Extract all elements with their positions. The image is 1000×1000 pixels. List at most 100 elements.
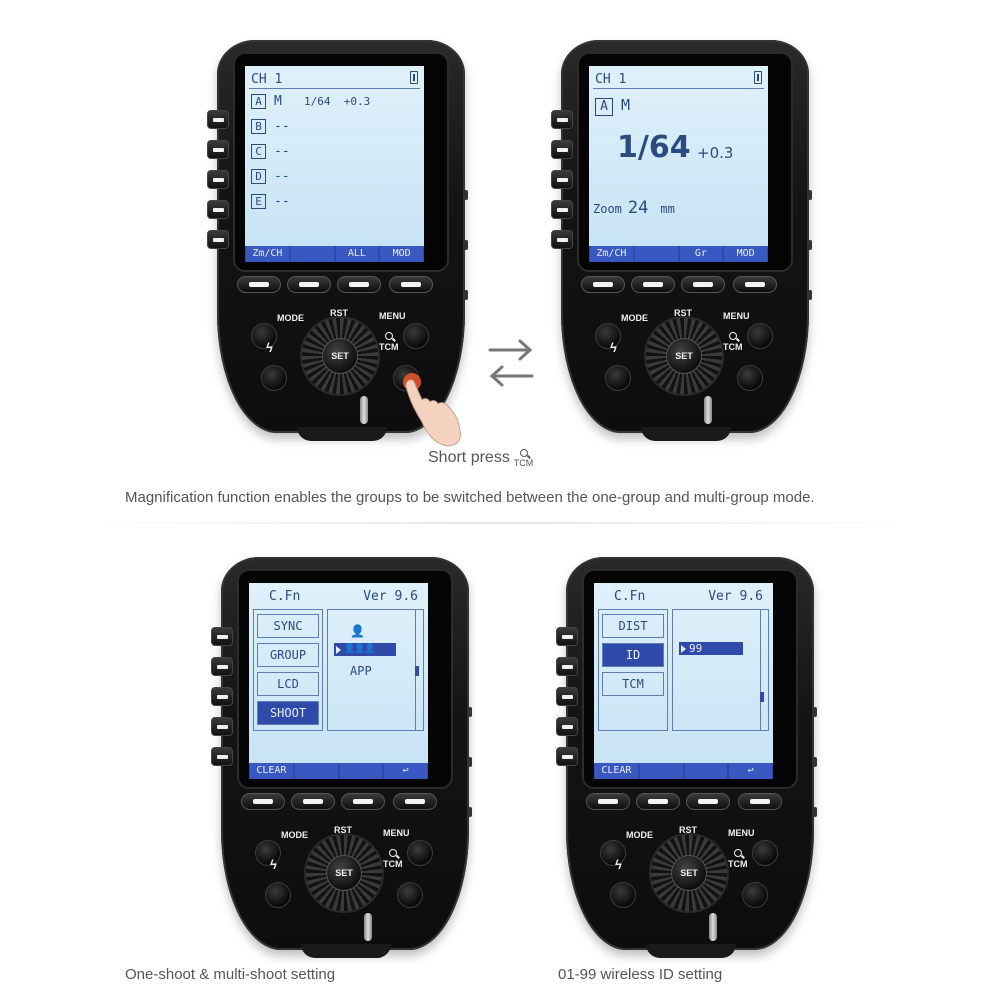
mode-label: MODE [281,830,308,840]
test-flash-button[interactable] [610,882,636,908]
menu-label: MENU [379,311,406,321]
soft-key-button-2[interactable] [291,793,335,810]
group-mode: M [621,96,631,114]
soft-key-button-2[interactable] [287,276,331,293]
tcm-text: TCM [383,859,403,869]
side-function-button[interactable] [556,657,578,676]
group-letter: A [595,98,613,116]
side-function-button[interactable] [207,230,229,249]
id-option[interactable]: 99 [679,642,743,655]
side-nub [813,707,817,717]
soft-key-button-4[interactable] [389,276,433,293]
single-person-icon: 👤 [350,624,365,638]
tcm-button[interactable] [737,365,763,391]
soft-key-button-2[interactable] [636,793,680,810]
cfn-menu-item[interactable]: SHOOT [257,701,319,725]
set-button[interactable]: SET [322,338,358,374]
switch-arrows-icon [488,339,534,387]
soft-key-button-1[interactable] [581,276,625,293]
menu-button[interactable] [407,840,433,866]
mode-label: MODE [626,830,653,840]
soft-key-label: ↩ [384,763,427,779]
soft-key-button-4[interactable] [738,793,782,810]
set-button[interactable]: SET [666,338,702,374]
side-nub [468,757,472,767]
side-function-button[interactable] [551,200,573,219]
soft-key-label: CLEAR [595,763,638,779]
group-row: C -- [251,144,304,159]
cfn-menu-item[interactable]: SYNC [257,614,319,638]
group-value: 1/64 +0.3 [304,95,371,108]
soft-key-button-4[interactable] [733,276,777,293]
set-button[interactable]: SET [326,855,362,891]
side-function-button[interactable] [556,717,578,736]
menu-button[interactable] [747,323,773,349]
soft-key-label [639,763,683,779]
mode-button[interactable] [595,323,621,349]
select-dial[interactable]: SET [649,833,729,913]
soft-key-label: ↩ [729,763,772,779]
side-function-button[interactable] [211,627,233,646]
side-function-button[interactable] [551,230,573,249]
soft-key-button-4[interactable] [393,793,437,810]
menu-button[interactable] [752,840,778,866]
side-function-button[interactable] [551,170,573,189]
side-function-button[interactable] [211,657,233,676]
multi-shoot-option[interactable]: 👤👤👤 [334,643,396,656]
menu-button[interactable] [403,323,429,349]
cfn-menu-item[interactable]: GROUP [257,643,319,667]
soft-key-button-3[interactable] [337,276,381,293]
soft-key-button-2[interactable] [631,276,675,293]
mode-button[interactable] [255,840,281,866]
side-function-button[interactable] [556,747,578,766]
pointing-hand-icon [403,373,461,447]
cfn-title: C.Fn [614,589,646,604]
set-button[interactable]: SET [671,855,707,891]
soft-key-button-1[interactable] [586,793,630,810]
test-flash-button[interactable] [605,365,631,391]
test-flash-button[interactable] [261,365,287,391]
side-function-button[interactable] [207,170,229,189]
test-flash-button[interactable] [265,882,291,908]
cfn-menu-item[interactable]: ID [602,643,664,667]
tcm-button[interactable] [742,882,768,908]
side-function-button[interactable] [211,747,233,766]
soft-key-button-3[interactable] [681,276,725,293]
side-function-button[interactable] [556,627,578,646]
side-function-button[interactable] [211,687,233,706]
mode-button[interactable] [600,840,626,866]
side-function-button[interactable] [207,110,229,129]
menu-label: MENU [383,828,410,838]
side-function-button[interactable] [207,140,229,159]
scrollbar[interactable] [760,610,764,730]
soft-key-button-1[interactable] [237,276,281,293]
tcm-label: TCM [723,332,743,352]
cfn-menu-item[interactable]: DIST [602,614,664,638]
flash-bolt-icon: ϟ [610,340,617,355]
side-function-button[interactable] [211,717,233,736]
tcm-button[interactable] [397,882,423,908]
side-function-button[interactable] [207,200,229,219]
soft-key-button-3[interactable] [341,793,385,810]
group-mode: -- [274,144,290,159]
cfn-menu-item[interactable]: TCM [602,672,664,696]
select-dial[interactable]: SET [644,316,724,396]
soft-key-button-1[interactable] [241,793,285,810]
side-function-button[interactable] [556,687,578,706]
antenna [704,396,712,424]
select-dial[interactable]: SET [304,833,384,913]
soft-key-button-3[interactable] [686,793,730,810]
channel-label: CH 1 [251,72,283,87]
select-dial[interactable]: SET [300,316,380,396]
scrollbar[interactable] [415,610,419,730]
cfn-menu-item[interactable]: LCD [257,672,319,696]
side-function-button[interactable] [551,140,573,159]
group-letter: C [251,144,266,159]
side-function-button[interactable] [551,110,573,129]
short-press-text: Short press [428,449,510,466]
rst-label: RST [679,825,697,835]
mode-button[interactable] [251,323,277,349]
